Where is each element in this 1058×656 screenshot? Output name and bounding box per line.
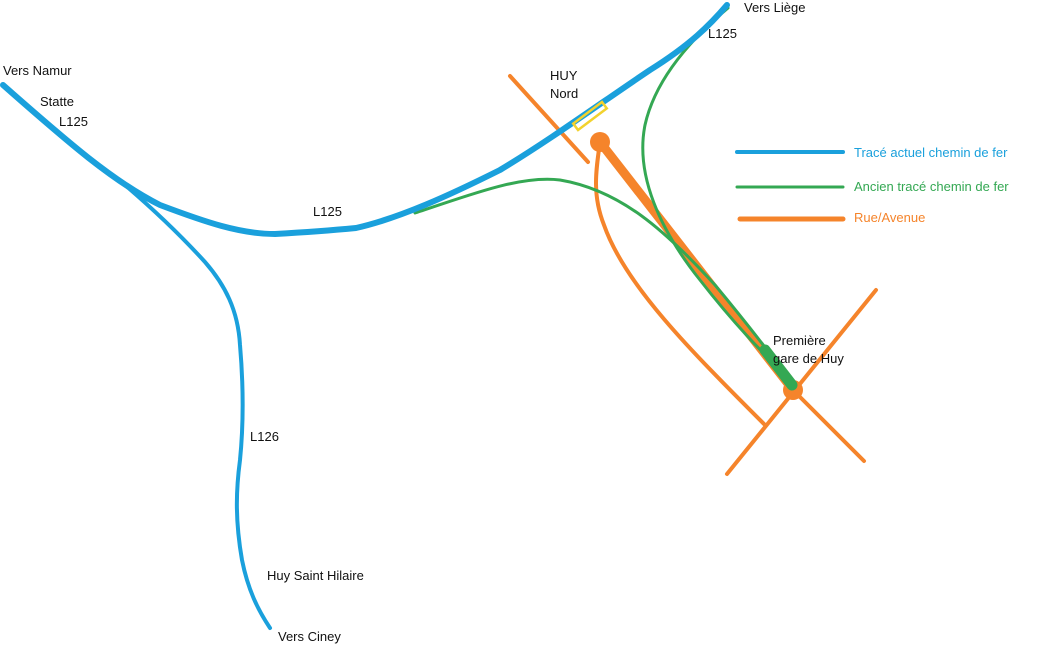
label-huy-nord-line1: HUY xyxy=(550,68,578,83)
label-statte: Statte xyxy=(40,94,74,109)
street-crossing-sw-ne xyxy=(725,288,878,476)
old-rail-branch-from-liege xyxy=(641,6,792,382)
legend-label-current-rail: Tracé actuel chemin de fer xyxy=(854,145,1008,160)
old-rail-branch-from-west xyxy=(413,177,792,382)
label-l125-middle: L125 xyxy=(313,204,342,219)
huy-nord-station-marker xyxy=(571,100,609,132)
rail-l126 xyxy=(123,183,272,630)
map-labels: Vers Namur Statte L125 L125 Vers Liège L… xyxy=(3,0,844,644)
old-rail-layer xyxy=(413,6,798,391)
rail-l125-main xyxy=(0,2,730,237)
label-huy-nord-line2: Nord xyxy=(550,86,578,101)
label-l125-northeast: L125 xyxy=(708,26,737,41)
legend: Tracé actuel chemin de fer Ancien tracé … xyxy=(735,145,1009,225)
label-vers-namur: Vers Namur xyxy=(3,63,72,78)
street-junction-north xyxy=(590,132,610,152)
label-vers-liege: Vers Liège xyxy=(744,0,805,15)
label-premiere-gare-line1: Première xyxy=(773,333,826,348)
label-huy-saint-hilaire: Huy Saint Hilaire xyxy=(267,568,364,583)
label-l126: L126 xyxy=(250,429,279,444)
legend-label-street: Rue/Avenue xyxy=(854,210,925,225)
premiere-gare-platform xyxy=(759,344,798,391)
current-rail-layer xyxy=(0,2,730,630)
legend-label-old-rail: Ancien tracé chemin de fer xyxy=(854,179,1009,194)
street-diagonal-huy-nord xyxy=(508,74,590,164)
label-premiere-gare-line2: gare de Huy xyxy=(773,351,844,366)
street-crossing-se xyxy=(791,388,866,463)
label-vers-ciney: Vers Ciney xyxy=(278,629,341,644)
label-l125-west: L125 xyxy=(59,114,88,129)
streets-layer xyxy=(508,74,878,476)
street-curve-west xyxy=(594,140,767,427)
